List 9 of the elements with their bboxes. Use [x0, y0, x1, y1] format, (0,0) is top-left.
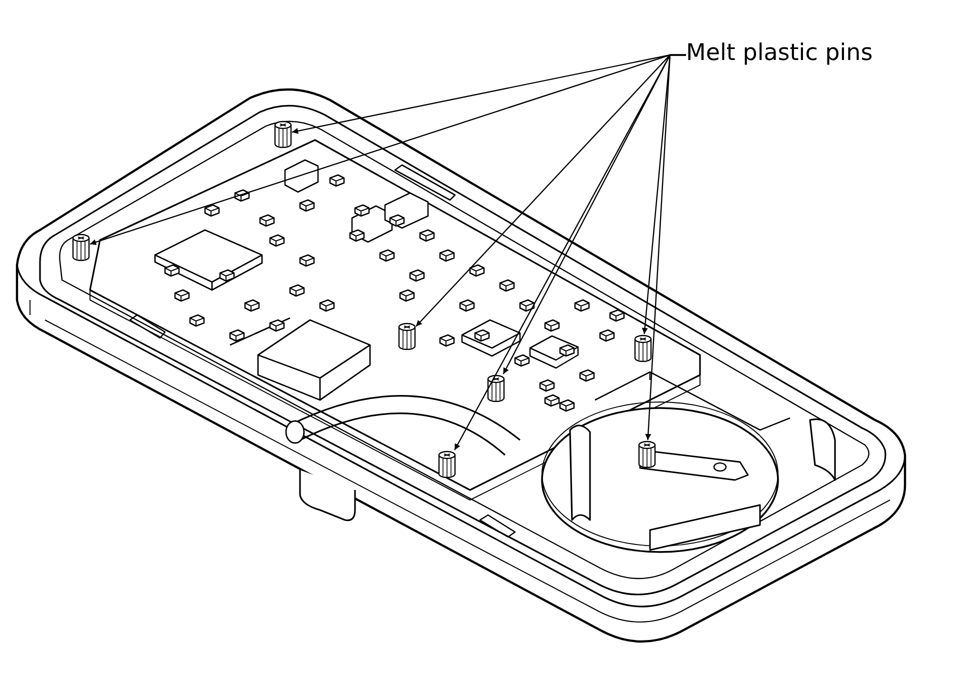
plastic-pin — [487, 374, 505, 402]
plastic-pin — [274, 120, 292, 148]
plastic-pin — [72, 233, 90, 261]
plastic-pin — [638, 440, 656, 468]
plastic-pin — [438, 450, 456, 478]
plastic-pin — [634, 334, 652, 362]
leader-line — [645, 54, 686, 440]
plastic-pin — [398, 322, 416, 350]
callout-label: Melt plastic pins — [686, 40, 873, 68]
